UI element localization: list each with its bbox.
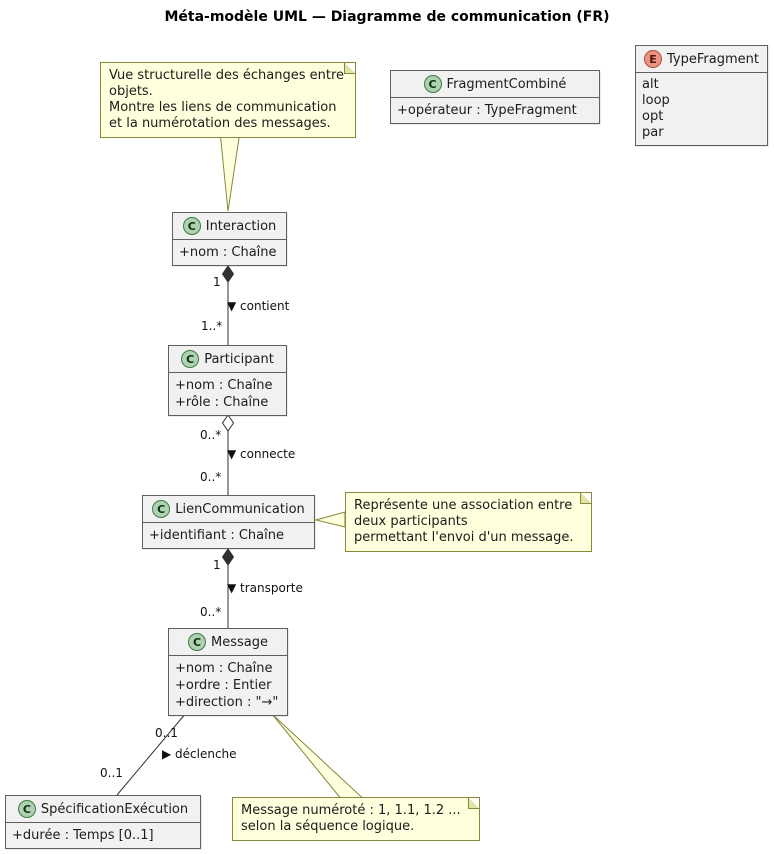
class-fragment-combine: C FragmentCombiné +opérateur : TypeFragm… [390,70,600,124]
enum-header: E TypeFragment [636,46,767,73]
note-text: Message numéroté : 1, 1.1, 1.2 ... [241,803,461,818]
edge-label-declenche: ▶ déclenche [162,747,237,761]
multiplicity-label: 0..1 [155,726,178,740]
class-attribute: +nom : Chaîne [175,378,273,393]
class-specification-execution: C SpécificationExécution +durée : Temps … [5,795,201,849]
class-attribute: +ordre : Entier [175,678,272,693]
diagram-title: Méta-modèle UML — Diagramme de communica… [164,9,610,25]
class-attribute: +direction : "→" [175,695,279,710]
class-attributes: +opérateur : TypeFragment [391,98,599,123]
class-name: Interaction [205,218,277,234]
class-header: C SpécificationExécution [6,796,200,823]
class-message: C Message +nom : Chaîne +ordre : Entier … [168,628,288,716]
circle-c-icon: C [17,800,36,818]
enum-name: TypeFragment [667,51,759,67]
multiplicity-label: 0..1 [100,766,123,780]
class-attribute: +identifiant : Chaîne [149,528,284,543]
class-header: C FragmentCombiné [391,71,599,98]
class-attribute: +nom : Chaîne [175,661,273,676]
class-attribute: +opérateur : TypeFragment [397,103,577,118]
class-attribute: +rôle : Chaîne [175,395,269,410]
class-attribute: +nom : Chaîne [179,245,277,260]
class-interaction: C Interaction +nom : Chaîne [172,212,287,266]
class-name: SpécificationExécution [40,801,189,817]
multiplicity-label: 1 [213,275,221,289]
note-fold-icon [468,798,479,809]
class-name: FragmentCombiné [446,76,567,92]
class-attributes: +identifiant : Chaîne [143,523,314,548]
note-message-numbering: Message numéroté : 1, 1.1, 1.2 ... selon… [232,797,480,841]
class-header: C Message [169,629,287,656]
enum-value: alt [642,77,659,92]
multiplicity-label: 0..* [200,428,222,442]
class-lien-communication: C LienCommunication +identifiant : Chaîn… [142,495,315,549]
class-header: C Interaction [173,213,286,240]
note-text: selon la séquence logique. [241,819,415,834]
multiplicity-label: 0..* [200,605,222,619]
note-text: Représente une association entre [354,498,573,513]
class-attribute: +durée : Temps [0..1] [12,828,154,843]
circle-c-icon: C [152,500,171,518]
class-name: Message [211,634,268,650]
multiplicity-label: 1 [213,558,221,572]
edge-label-connecte: ▼ connecte [227,447,296,461]
enum-value: opt [642,109,664,124]
enum-type-fragment: E TypeFragment alt loop opt par [635,45,768,146]
edge-label-contient: ▼ contient [227,299,290,313]
aggregation-diamond-icon [221,414,235,432]
circle-c-icon: C [181,350,200,368]
circle-c-icon: C [423,75,442,93]
note-connector-overview [219,131,241,212]
circle-c-icon: C [182,217,201,235]
note-text: deux participants [354,514,468,529]
note-text: Montre les liens de communication [109,100,337,115]
note-connector-lien [314,511,346,528]
note-text: et la numérotation des messages. [109,116,331,131]
note-text: Vue structurelle des échanges entre [109,68,345,83]
note-overview: Vue structurelle des échanges entre obje… [100,62,356,138]
edge-label-transporte: ▼ transporte [227,581,303,595]
class-attributes: +nom : Chaîne [173,240,286,265]
class-attributes: +nom : Chaîne +rôle : Chaîne [169,373,286,415]
class-attributes: +durée : Temps [0..1] [6,823,200,848]
note-connector-message [271,713,364,798]
multiplicity-label: 0..* [200,470,222,484]
enum-value: loop [642,93,670,108]
enum-values: alt loop opt par [636,73,767,145]
note-text: objets. [109,84,153,99]
note-lien: Représente une association entre deux pa… [345,492,592,552]
note-fold-icon [580,493,591,504]
class-header: C Participant [169,346,286,373]
composition-diamond-icon [221,265,235,283]
class-header: C LienCommunication [143,496,314,523]
composition-diamond-icon [221,548,235,566]
enum-value: par [642,125,664,140]
note-fold-icon [344,63,355,74]
class-participant: C Participant +nom : Chaîne +rôle : Chaî… [168,345,287,416]
circle-c-icon: C [188,633,206,651]
multiplicity-label: 1..* [201,319,223,333]
class-attributes: +nom : Chaîne +ordre : Entier +direction… [169,656,287,715]
class-name: Participant [204,351,274,367]
circle-e-icon: E [644,50,663,68]
note-text: permettant l'envoi d'un message. [354,530,574,545]
class-name: LienCommunication [175,501,305,517]
